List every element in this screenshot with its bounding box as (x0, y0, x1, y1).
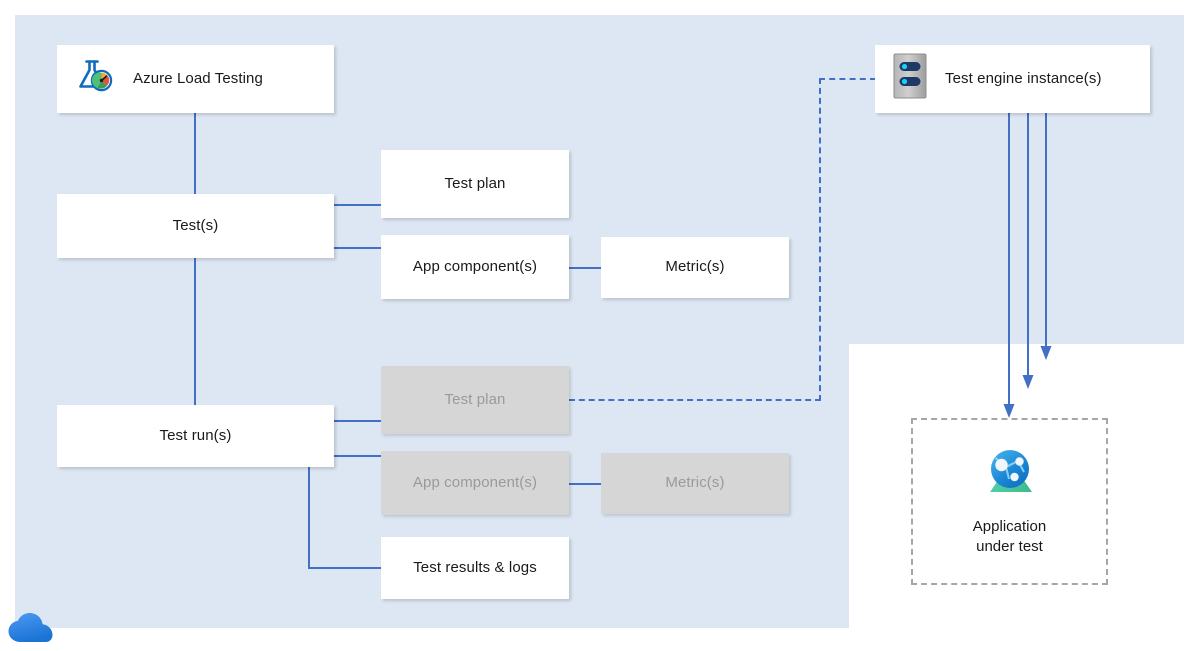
node-label-metrics-dimmed: Metric(s) (665, 474, 725, 492)
connector-testruns-to-appcomponents-dim (333, 455, 381, 457)
node-tests[interactable]: Test(s) (57, 194, 334, 258)
connector-loadtesting-to-tests (194, 113, 196, 195)
node-azure-load-testing[interactable]: Azure Load Testing (57, 45, 334, 113)
flask-gauge-icon (75, 56, 115, 102)
node-app-components-dimmed[interactable]: App component(s) (381, 451, 569, 515)
connector-dashed-testplan-horizontal (569, 399, 821, 401)
node-test-plan-dimmed[interactable]: Test plan (381, 366, 569, 434)
node-metrics-dimmed[interactable]: Metric(s) (601, 453, 789, 514)
node-label-app-components-dimmed: App component(s) (412, 473, 538, 491)
node-label-azure-load-testing: Azure Load Testing (133, 69, 263, 87)
connector-tests-to-appcomponents (333, 247, 381, 249)
node-label-test-runs: Test run(s) (159, 426, 232, 444)
connector-appcomponents-to-metrics-dim (569, 483, 601, 485)
server-icon (893, 53, 927, 105)
connector-testruns-results-horizontal (308, 567, 383, 569)
connector-tests-to-testruns (194, 258, 196, 406)
node-label-test-plan: Test plan (444, 174, 506, 192)
node-app-components[interactable]: App component(s) (381, 235, 569, 299)
node-test-results-logs[interactable]: Test results & logs (381, 537, 569, 599)
node-test-runs[interactable]: Test run(s) (57, 405, 334, 467)
node-test-plan[interactable]: Test plan (381, 150, 569, 218)
node-test-engine-instances[interactable]: Test engine instance(s) (875, 45, 1150, 113)
node-label-test-results-logs: Test results & logs (413, 558, 537, 576)
connector-tests-to-testplan (333, 204, 381, 206)
cloud-logo-icon (8, 612, 54, 644)
connector-testruns-results-vertical (308, 467, 310, 569)
node-label-app-components: App component(s) (412, 257, 538, 275)
group-label-application-under-test: Application under test (972, 517, 1047, 555)
node-label-test-plan-dimmed: Test plan (444, 390, 506, 408)
node-label-tests: Test(s) (172, 216, 219, 234)
globe-network-icon (982, 446, 1038, 503)
connector-appcomponents-to-metrics (569, 267, 601, 269)
group-application-under-test[interactable]: Application under test (911, 418, 1108, 585)
connector-dashed-to-testengine (819, 78, 876, 80)
node-metrics[interactable]: Metric(s) (601, 237, 789, 298)
node-label-metrics: Metric(s) (665, 258, 725, 276)
azure-panel-background (15, 15, 849, 628)
connector-dashed-vertical (819, 78, 821, 401)
node-label-test-engine-instances: Test engine instance(s) (945, 69, 1102, 87)
connector-testruns-to-testplan-dim (333, 420, 381, 422)
